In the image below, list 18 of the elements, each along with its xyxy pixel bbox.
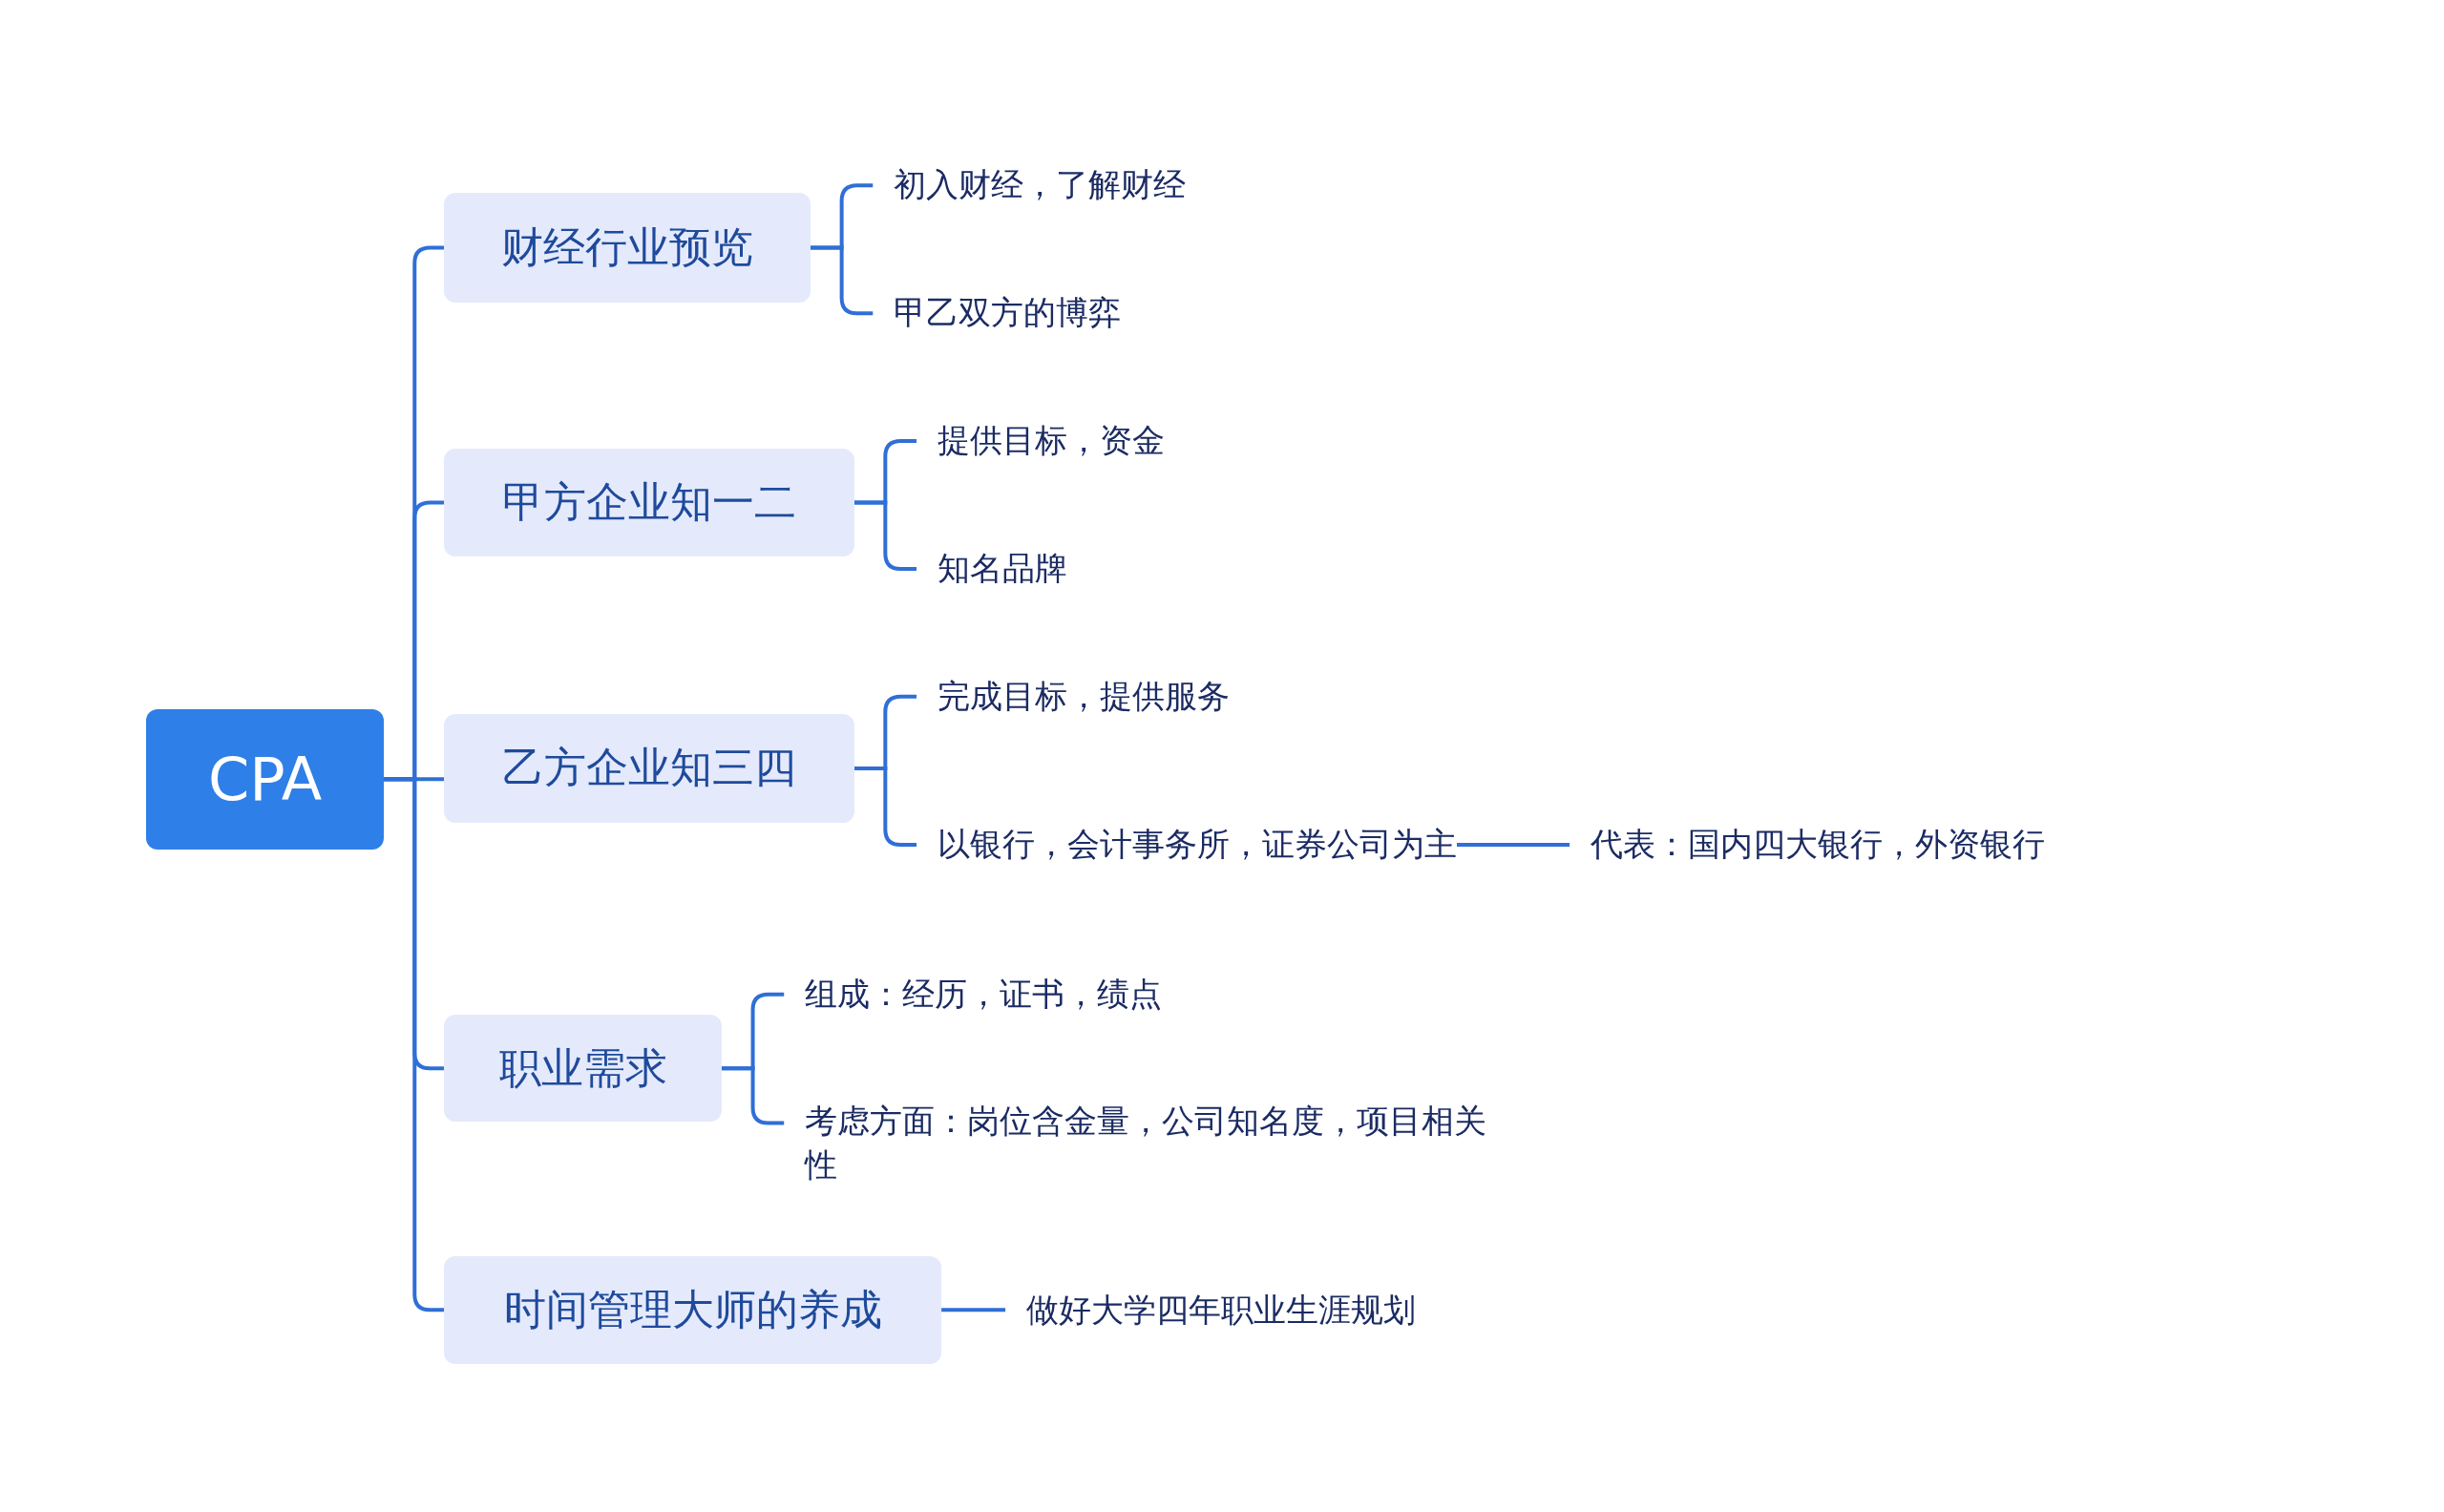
topic-box: 乙方企业知三四 (444, 713, 854, 824)
subtopic-text: 提供目标，资金 (916, 419, 1165, 463)
root-box: CPA (146, 708, 384, 850)
subtopic-text: 知名品牌 (916, 546, 1067, 591)
subtopic-text: 考虑方面：岗位含金量，公司知名度，项目相关性 (784, 1100, 1502, 1188)
topic-box: 职业需求 (444, 1014, 722, 1123)
subtopic-text: 初入财经，了解财经 (873, 163, 1187, 208)
subtopic-text: 甲乙双方的博弈 (873, 291, 1122, 336)
subtopic-text: 以银行，会计事务所，证券公司为主 (916, 822, 1457, 867)
topic-box: 甲方企业知一二 (444, 449, 854, 556)
subtopic-text: 做好大学四年职业生涯规划 (1005, 1289, 1417, 1333)
topic-box: 时间管理大师的养成 (444, 1255, 942, 1364)
connector-line (1457, 842, 1570, 847)
connector-line (941, 1308, 1006, 1312)
subtopic-text: 代表：国内四大银行，外资银行 (1570, 822, 2046, 867)
subtopic-text: 组成：经历，证书，绩点 (784, 972, 1163, 1017)
subtopic-text: 完成目标，提供服务 (916, 674, 1230, 719)
topic-box: 财经行业预览 (444, 193, 811, 303)
